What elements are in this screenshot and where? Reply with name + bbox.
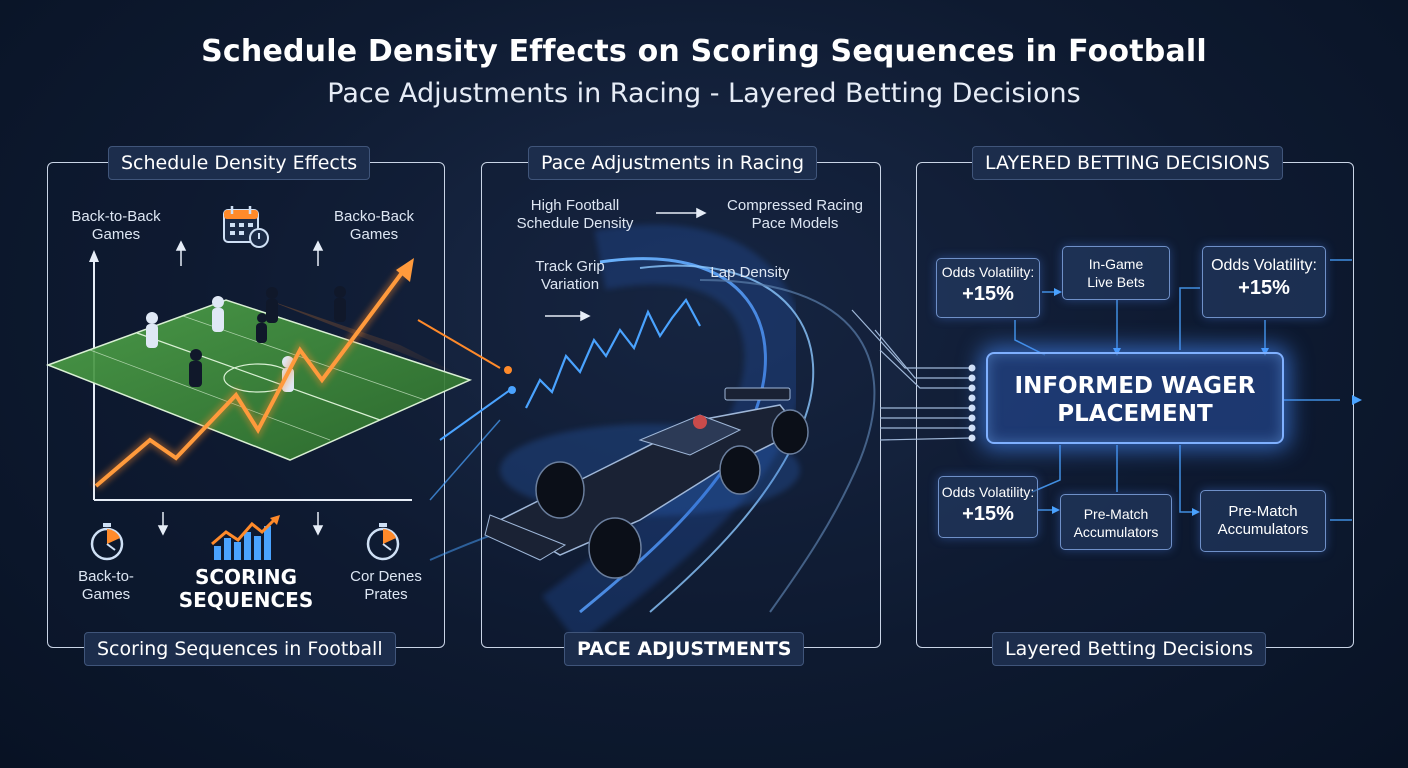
label-back-to-back-top-left: Back-to-Back Games (58, 208, 174, 244)
page-title: Schedule Density Effects on Scoring Sequ… (201, 34, 1207, 69)
race-track-illustration (429, 224, 876, 644)
label-line: Track Grip (535, 258, 605, 275)
label-line: Schedule Density (516, 215, 634, 232)
label-line: High Football (530, 197, 620, 214)
connector-lines-left (417, 319, 516, 501)
label-line: Compressed Racing (727, 197, 863, 214)
label-line: Cor Denes (350, 568, 422, 585)
layered-betting-tag: LAYERED BETTING DECISIONS (972, 146, 1283, 180)
label-line: Accumulators (1217, 521, 1309, 538)
label-line: SEQUENCES (178, 588, 314, 612)
pace-adjustments-bottom-tag: PACE ADJUSTMENTS (564, 632, 805, 666)
label-back-to-games: Back-to- Games (58, 568, 154, 604)
label-line: INFORMED WAGER (1014, 373, 1256, 399)
connector-lines-right (851, 309, 971, 441)
label-line: Prates (364, 586, 408, 603)
label-line: In-Game (1088, 256, 1144, 272)
label-cor-denes: Cor Denes Prates (336, 568, 436, 604)
calendar-icon (223, 206, 269, 248)
label-line: Variation (540, 276, 600, 293)
label-high-football-density: High Football Schedule Density (500, 197, 650, 233)
odds-label: Odds Volatility: (941, 264, 1035, 280)
label-line: Live Bets (1087, 274, 1145, 290)
label-compressed-pace-models: Compressed Racing Pace Models (710, 197, 880, 233)
label-line: PLACEMENT (1057, 401, 1213, 427)
odds-volatility-box: Odds Volatility: +15% (936, 258, 1040, 318)
trend-chart-icon (211, 515, 280, 560)
odds-value: +15% (962, 503, 1014, 525)
stopwatch-icon (90, 523, 124, 561)
race-car-illustration (484, 387, 809, 579)
layered-betting-bottom-tag: Layered Betting Decisions (992, 632, 1267, 666)
label-line: Games (91, 226, 141, 243)
label-line: Pre-Match (1083, 506, 1149, 522)
label-line: Back-to-Back (71, 208, 161, 225)
label-line: SCORING (194, 565, 298, 589)
page-subtitle: Pace Adjustments in Racing - Layered Bet… (327, 78, 1081, 109)
odds-label: Odds Volatility: (1211, 257, 1317, 274)
odds-volatility-box: Odds Volatility: +15% (1202, 246, 1326, 318)
small-arrows (157, 240, 324, 536)
odds-label: Odds Volatility: (941, 484, 1035, 500)
label-line: Backo-Back (333, 208, 415, 225)
label-lap-density: Lap Density (710, 264, 790, 281)
schedule-density-tag: Schedule Density Effects (108, 146, 371, 180)
racing-arrows (545, 207, 707, 322)
scoring-sequences-label: SCORING SEQUENCES (166, 566, 326, 612)
label-line: Pre-Match (1228, 503, 1298, 520)
odds-value: +15% (962, 283, 1014, 305)
odds-volatility-box: Odds Volatility: +15% (938, 476, 1038, 538)
in-game-live-bets-box: In-Game Live Bets (1062, 246, 1170, 300)
connector-dots (968, 364, 976, 442)
label-track-grip: Track Grip Variation (520, 258, 620, 294)
label-back-to-back-top-right: Backo-Back Games (316, 208, 432, 244)
scoring-sequences-tag: Scoring Sequences in Football (84, 632, 396, 666)
label-line: Back-to- (78, 568, 134, 585)
label-line: Games (81, 586, 131, 603)
label-line: Games (349, 226, 399, 243)
pre-match-accumulators-box: Pre-Match Accumulators (1060, 494, 1172, 550)
odds-value: +15% (1238, 277, 1290, 299)
label-line: Accumulators (1073, 524, 1159, 540)
informed-wager-placement: INFORMED WAGER PLACEMENT (986, 352, 1284, 444)
pre-match-accumulators-box: Pre-Match Accumulators (1200, 490, 1326, 552)
rising-trend-line (92, 258, 414, 490)
label-line: Pace Models (751, 215, 839, 232)
stopwatch-icon (366, 523, 400, 561)
pace-adjustments-tag: Pace Adjustments in Racing (528, 146, 818, 180)
